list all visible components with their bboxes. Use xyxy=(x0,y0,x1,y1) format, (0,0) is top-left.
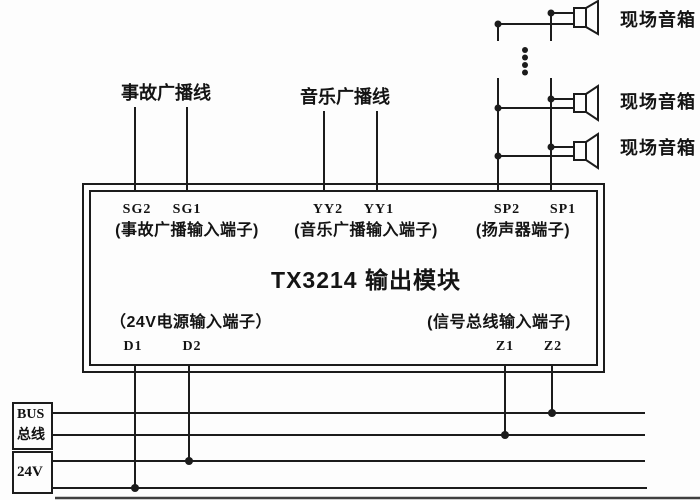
speaker-bus-wires xyxy=(497,13,552,191)
speaker-icon xyxy=(573,132,599,170)
bottom-terminal-wires xyxy=(134,366,553,488)
module-title: TX3214 输出模块 xyxy=(271,267,461,293)
terminal-sp2: SP2 xyxy=(493,202,521,217)
accident-broadcast-line-label: 事故广播线 xyxy=(121,83,211,103)
bus-label-box: BUS 总线 xyxy=(12,402,53,450)
music-input-caption: (音乐广播输入端子) xyxy=(294,222,438,239)
terminal-d2: D2 xyxy=(182,339,202,354)
power-input-caption: （24V电源输入端子） xyxy=(110,314,272,331)
power-label: 24V xyxy=(17,464,43,480)
field-speaker-label: 现场音箱 xyxy=(620,10,696,30)
bus-junction-dots xyxy=(131,409,556,492)
signal-input-caption: (信号总线输入端子) xyxy=(427,314,571,331)
terminal-d1: D1 xyxy=(123,339,143,354)
field-speaker-label: 现场音箱 xyxy=(620,138,696,158)
music-broadcast-line-label: 音乐广播线 xyxy=(300,87,390,107)
terminal-sg1: SG1 xyxy=(172,202,202,217)
speaker-icon xyxy=(573,0,599,36)
speaker-connection-wires xyxy=(498,12,575,157)
power-label-box: 24V xyxy=(12,451,53,494)
terminal-z1: Z1 xyxy=(495,339,515,354)
bus-label-line2: 总线 xyxy=(17,428,45,443)
junction-dots xyxy=(494,9,555,160)
terminal-yy1: YY1 xyxy=(363,202,395,217)
terminal-z2: Z2 xyxy=(543,339,563,354)
module-inner-border xyxy=(89,190,598,366)
bus-label-line1: BUS xyxy=(17,407,45,422)
field-speaker-label: 现场音箱 xyxy=(620,92,696,112)
module-outer-border xyxy=(82,183,605,373)
terminal-sg2: SG2 xyxy=(122,202,152,217)
ellipsis-dots xyxy=(522,47,528,76)
terminal-yy2: YY2 xyxy=(312,202,344,217)
bus-lines xyxy=(53,412,647,489)
broadcast-input-wires xyxy=(134,107,378,191)
terminal-sp1: SP1 xyxy=(549,202,577,217)
speaker-icon xyxy=(573,84,599,122)
accident-input-caption: (事故广播输入端子) xyxy=(115,222,259,239)
speaker-output-caption: (扬声器端子) xyxy=(475,222,571,239)
